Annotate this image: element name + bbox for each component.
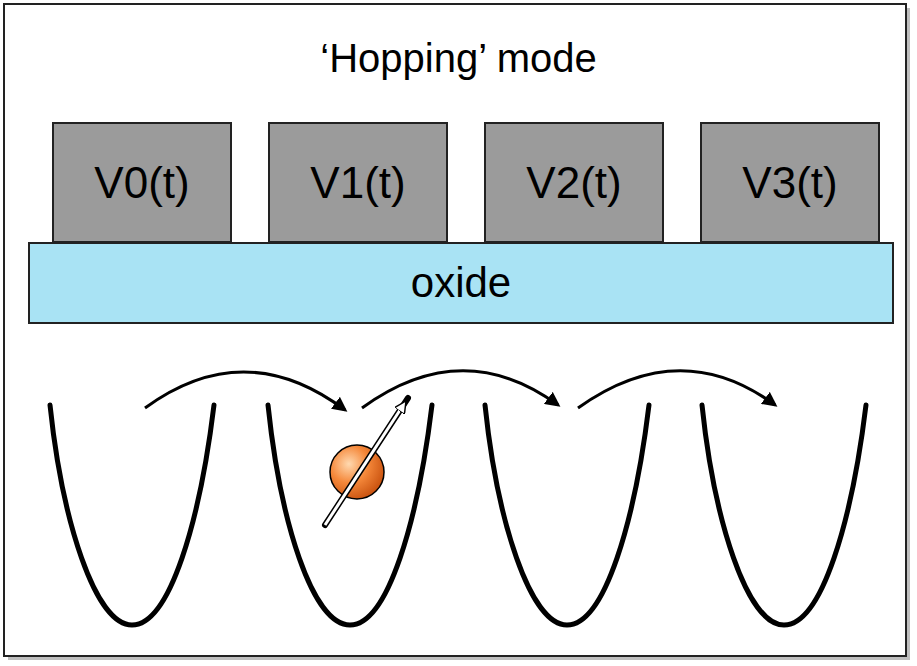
potential-well bbox=[702, 405, 866, 625]
layer-label: oxide bbox=[411, 259, 511, 307]
title: ‘Hopping’ mode bbox=[0, 36, 917, 81]
gate-electrode: V1(t) bbox=[268, 122, 448, 243]
gate-electrode: V0(t) bbox=[52, 122, 232, 243]
hop-arrow bbox=[145, 372, 345, 410]
spin-arrow-outline bbox=[325, 398, 408, 525]
gate-electrode: V2(t) bbox=[484, 122, 664, 243]
electron bbox=[325, 398, 408, 525]
oxide-layer: oxide bbox=[28, 242, 894, 324]
gate-voltage-label: V1(t) bbox=[310, 158, 405, 208]
frame bbox=[4, 4, 906, 656]
potential-well bbox=[268, 405, 432, 625]
potential-well bbox=[485, 405, 649, 625]
hop-arrows bbox=[145, 371, 775, 410]
gate-voltage-label: V2(t) bbox=[526, 158, 621, 208]
hop-arrow bbox=[362, 371, 558, 408]
gate-voltage-label: V0(t) bbox=[94, 158, 189, 208]
gate-voltage-label: V3(t) bbox=[742, 158, 837, 208]
spin-arrow bbox=[325, 404, 404, 525]
potential-wells bbox=[50, 405, 866, 625]
hop-arrow bbox=[578, 371, 775, 408]
gate-electrode: V3(t) bbox=[700, 122, 880, 243]
potential-well bbox=[50, 405, 214, 625]
